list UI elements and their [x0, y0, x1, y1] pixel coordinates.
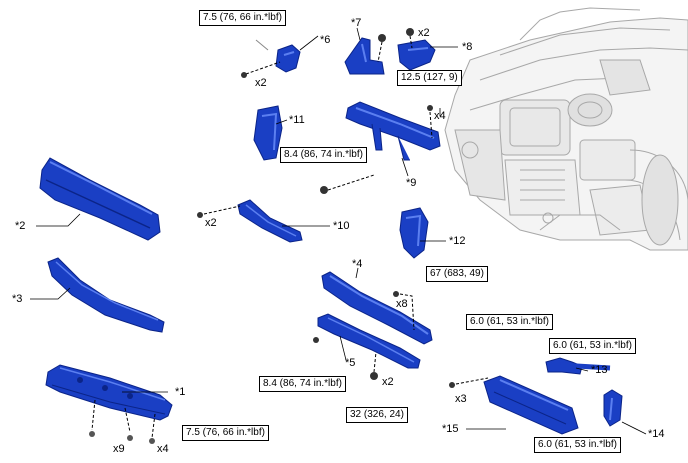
callout-5: *5 [345, 357, 356, 369]
torque-spec-1: 7.5 (76, 66 in.*lbf) [182, 425, 269, 441]
callout-1: *1 [175, 386, 186, 398]
quantity-10: x2 [205, 217, 217, 229]
part-15-cooler [449, 375, 579, 435]
callout-8: *8 [462, 41, 473, 53]
part-3-bumper-bar [47, 257, 165, 333]
torque-spec-5: 8.4 (86, 74 in.*lbf) [259, 376, 346, 392]
quantity-4: x8 [396, 298, 408, 310]
part-1-under-cover [45, 364, 173, 444]
callout-9: *9 [406, 177, 417, 189]
part-5-absorber [313, 313, 421, 380]
quantity-1b: x4 [157, 443, 169, 455]
quantity-1a: x9 [113, 443, 125, 455]
torque-spec-4: 67 (683, 49) [426, 266, 488, 282]
part-10-bracket [197, 199, 303, 243]
part-14-hose [603, 389, 623, 427]
part-12-bracket [399, 207, 429, 259]
quantity-15: x3 [455, 393, 467, 405]
torque-spec-14: 6.0 (61, 53 in.*lbf) [534, 437, 621, 453]
engine-compartment [444, 7, 688, 251]
leader-lines [30, 27, 647, 435]
part-2-bumper-reinforcement [39, 157, 161, 241]
callout-7: *7 [351, 17, 362, 29]
part-13-hose [545, 357, 611, 375]
part-7-bracket [344, 34, 386, 75]
callout-14: *14 [648, 428, 665, 440]
part-4-bumper-beam [321, 271, 433, 345]
callout-2: *2 [15, 220, 26, 232]
torque-spec-13: 6.0 (61, 53 in.*lbf) [549, 338, 636, 354]
quantity-6: x2 [255, 77, 267, 89]
callout-3: *3 [12, 293, 23, 305]
callout-4: *4 [352, 258, 363, 270]
torque-spec-9: 12.5 (127, 9) [397, 70, 462, 86]
part-9-upper-support [320, 101, 441, 194]
part-11-bracket [253, 105, 283, 161]
callout-12: *12 [449, 235, 466, 247]
quantity-9: x4 [434, 110, 446, 122]
callout-11: *11 [289, 114, 305, 126]
torque-spec-11: 8.4 (86, 74 in.*lbf) [280, 147, 367, 163]
callout-10: *10 [333, 220, 350, 232]
quantity-4b: x2 [382, 376, 394, 388]
callout-13: *13 [591, 364, 608, 376]
torque-spec-4b: 32 (326, 24) [346, 407, 408, 423]
torque-spec-15: 6.0 (61, 53 in.*lbf) [466, 314, 553, 330]
part-8-bracket [397, 28, 436, 71]
torque-spec-6: 7.5 (76, 66 in.*lbf) [199, 10, 286, 26]
callout-15: *15 [442, 423, 459, 435]
quantity-8: x2 [418, 27, 430, 39]
part-6-bracket [241, 39, 301, 78]
callout-6: *6 [320, 34, 331, 46]
